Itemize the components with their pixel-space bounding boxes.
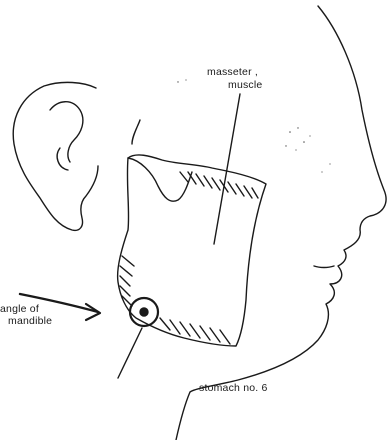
zygomatic-arch xyxy=(128,158,192,201)
angle-label-line2: mandible xyxy=(8,315,52,327)
ear-inner-fold xyxy=(50,102,83,162)
acupoint-center xyxy=(140,308,148,316)
lip-line xyxy=(314,266,334,268)
masseter-label-line1: masseter , xyxy=(207,66,258,78)
texture-dots xyxy=(177,79,330,172)
masseter-outline xyxy=(118,155,266,346)
stomach-leader-line xyxy=(118,328,142,378)
stomach-point-label: stomach no. 6 xyxy=(199,382,268,394)
hair-line xyxy=(132,120,140,144)
ear-canal xyxy=(57,148,68,170)
masseter-label-line2: muscle xyxy=(228,79,262,91)
angle-label-line1: angle of xyxy=(0,303,39,315)
angle-arrow-head xyxy=(86,304,100,320)
